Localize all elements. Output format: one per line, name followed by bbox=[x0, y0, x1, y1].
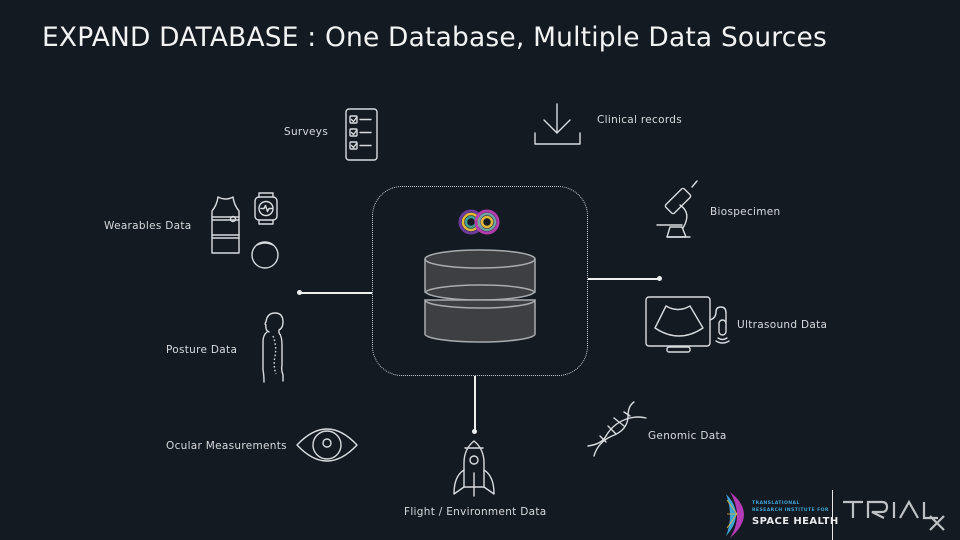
label-ocular: Ocular Measurements bbox=[166, 440, 287, 452]
connector-left bbox=[300, 292, 372, 294]
label-genomic: Genomic Data bbox=[648, 430, 727, 442]
label-biospecimen: Biospecimen bbox=[710, 206, 781, 218]
download-icon bbox=[534, 103, 581, 145]
trish-logo-icon bbox=[726, 492, 744, 538]
label-flight: Flight / Environment Data bbox=[404, 506, 547, 518]
label-surveys: Surveys bbox=[284, 126, 329, 138]
trish-line3: SPACE HEALTH bbox=[752, 516, 839, 527]
checklist-icon bbox=[345, 108, 378, 161]
trialx-logo bbox=[843, 499, 945, 531]
eye-icon bbox=[296, 428, 358, 462]
connector-right-dot bbox=[657, 276, 662, 281]
rocket-icon bbox=[453, 440, 495, 497]
database-icon bbox=[424, 249, 536, 343]
central-database-container bbox=[372, 186, 588, 376]
logo-divider bbox=[832, 490, 833, 540]
label-ultrasound: Ultrasound Data bbox=[737, 319, 828, 331]
page-title: EXPAND DATABASE : One Database, Multiple… bbox=[42, 22, 827, 53]
connector-left-dot bbox=[297, 290, 302, 295]
spine-silhouette-icon bbox=[262, 312, 284, 383]
connector-bottom bbox=[474, 376, 476, 431]
trish-line2: RESEARCH INSTITUTE FOR bbox=[752, 508, 829, 513]
label-posture: Posture Data bbox=[166, 344, 238, 356]
ultrasound-monitor-icon bbox=[645, 296, 730, 353]
label-wearables: Wearables Data bbox=[104, 220, 192, 232]
wearables-icon bbox=[211, 192, 279, 269]
infinity-rainbow-logo bbox=[458, 209, 500, 235]
dna-icon bbox=[587, 401, 647, 457]
connector-bottom-dot bbox=[472, 429, 477, 434]
microscope-icon bbox=[656, 180, 698, 238]
connector-right bbox=[588, 278, 659, 280]
label-clinical-records: Clinical records bbox=[597, 114, 683, 126]
trish-line1: TRANSLATIONAL bbox=[752, 501, 800, 506]
